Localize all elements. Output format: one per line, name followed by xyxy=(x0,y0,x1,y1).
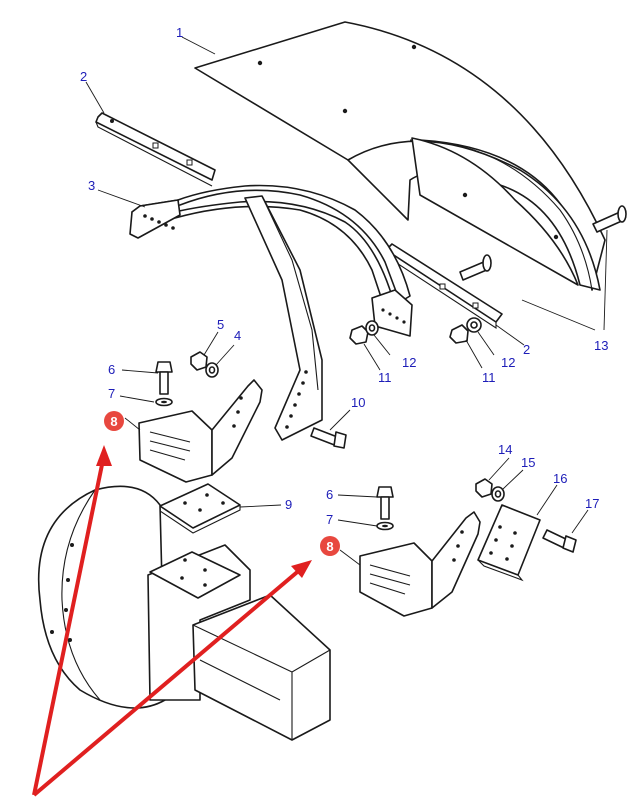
callout-labels: 1 2 3 5 4 6 7 10 12 11 12 11 2 13 9 6 7 … xyxy=(80,25,608,527)
part-14-nut-right xyxy=(475,478,493,498)
callout-14[interactable]: 14 xyxy=(498,442,512,457)
leader-lines xyxy=(85,36,608,566)
callout-1[interactable]: 1 xyxy=(176,25,183,40)
callout-16[interactable]: 16 xyxy=(553,471,567,486)
part-13-bolt-left xyxy=(459,254,492,281)
part-17-bolt xyxy=(542,529,577,553)
badge-8-right-text: 8 xyxy=(326,539,333,554)
highlight-badge-8-left[interactable]: 8 xyxy=(104,411,124,431)
part-6-bolt-left xyxy=(155,361,173,395)
part-7-washer-right xyxy=(376,521,394,531)
callout-5[interactable]: 5 xyxy=(217,317,224,332)
callout-7-right[interactable]: 7 xyxy=(326,512,333,527)
part-12-washer-a xyxy=(365,320,379,336)
callout-3[interactable]: 3 xyxy=(88,178,95,193)
callout-7-left[interactable]: 7 xyxy=(108,386,115,401)
part-11-nut-a xyxy=(349,325,369,345)
part-15-washer-right xyxy=(491,486,505,502)
callout-9[interactable]: 9 xyxy=(285,497,292,512)
arrow-head-right xyxy=(291,560,312,578)
callout-12-left[interactable]: 12 xyxy=(402,355,416,370)
part-6-bolt-right xyxy=(376,486,394,520)
part-9-plate xyxy=(159,483,241,534)
red-arrows xyxy=(32,445,312,797)
part-12-washer-b xyxy=(466,317,482,333)
callout-6-right[interactable]: 6 xyxy=(326,487,333,502)
part-4-washer-left xyxy=(205,362,219,378)
badge-8-left-text: 8 xyxy=(110,414,117,429)
callout-2-lower[interactable]: 2 xyxy=(523,342,530,357)
part-10-bolt xyxy=(310,427,347,449)
callout-6-left[interactable]: 6 xyxy=(108,362,115,377)
part-13-bolt-right xyxy=(592,205,627,233)
callout-4[interactable]: 4 xyxy=(234,328,241,343)
part-3-support-bracket xyxy=(129,184,413,441)
part-8-bracket-left xyxy=(138,379,263,483)
callout-2-upper[interactable]: 2 xyxy=(80,69,87,84)
arrow-head-left xyxy=(96,445,112,466)
part-1-fender xyxy=(194,21,606,291)
highlight-badge-8-right[interactable]: 8 xyxy=(320,536,340,556)
callout-11-right[interactable]: 11 xyxy=(482,370,496,385)
callout-15[interactable]: 15 xyxy=(521,455,535,470)
axle-hub-assembly xyxy=(37,485,331,741)
callout-13[interactable]: 13 xyxy=(594,338,608,353)
part-7-washer-left xyxy=(155,397,173,407)
part-2-strap-upper xyxy=(95,112,216,187)
part-8-bracket-right xyxy=(359,511,481,617)
callout-11-left[interactable]: 11 xyxy=(378,370,392,385)
callout-17[interactable]: 17 xyxy=(585,496,599,511)
part-11-nut-b xyxy=(449,324,469,344)
callout-12-right[interactable]: 12 xyxy=(501,355,515,370)
part-16-clamp-plate xyxy=(477,504,541,582)
callout-10[interactable]: 10 xyxy=(351,395,365,410)
